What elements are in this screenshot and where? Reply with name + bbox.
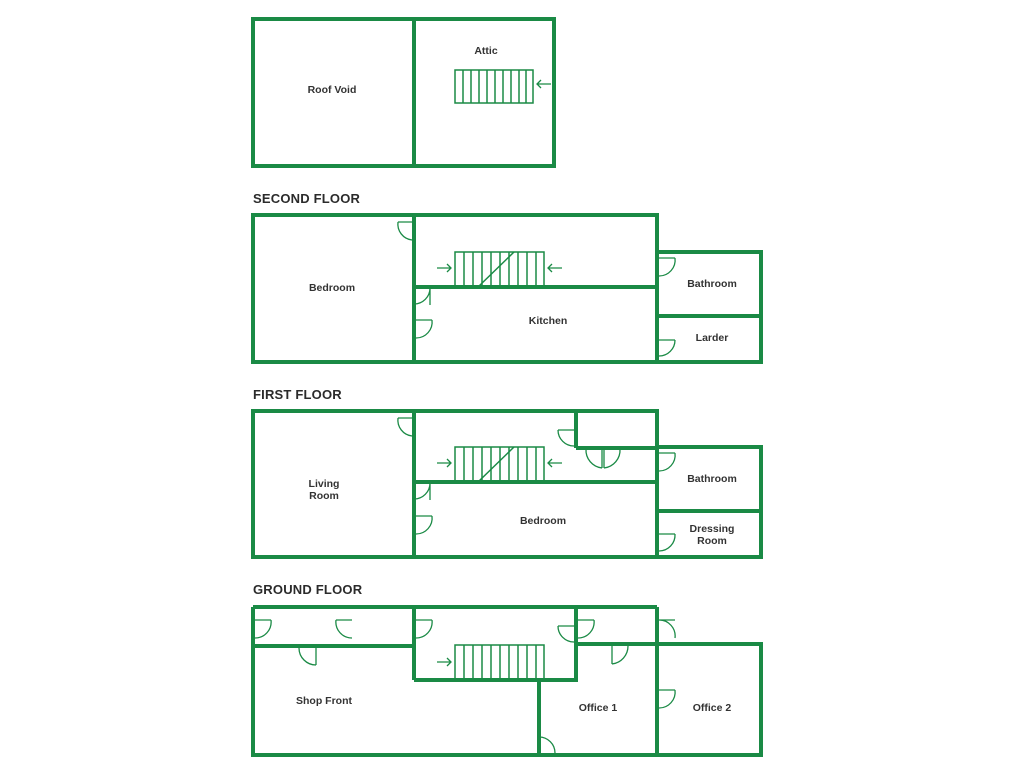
room-label-bathroom-first: Bathroom bbox=[687, 473, 737, 485]
door-icon bbox=[658, 689, 676, 709]
floor-title-second: SECOND FLOOR bbox=[253, 191, 361, 206]
first-floor-outer-wall bbox=[251, 409, 763, 559]
door-icon bbox=[415, 515, 433, 535]
second-floor-outer-wall bbox=[251, 213, 763, 364]
door-icon bbox=[658, 533, 676, 552]
first-floor-staircase bbox=[454, 446, 545, 483]
door-icon bbox=[611, 645, 629, 665]
room-label-living-room-line2: Room bbox=[309, 490, 339, 502]
room-label-dressing-room-line2: Room bbox=[697, 535, 727, 547]
door-icon bbox=[585, 448, 603, 469]
room-label-living-room-line1: Living bbox=[309, 478, 340, 490]
room-label-larder: Larder bbox=[696, 332, 729, 344]
door-icon bbox=[415, 619, 433, 639]
ground-floor-outer-wall bbox=[251, 605, 763, 757]
arrow-right-icon bbox=[437, 458, 452, 468]
first-floor: FIRST FLOOR Living Room Bedroom Bathroom… bbox=[251, 387, 763, 559]
floor-title-first: FIRST FLOOR bbox=[253, 387, 342, 402]
room-label-bedroom-first: Bedroom bbox=[520, 515, 566, 527]
door-icon bbox=[538, 736, 556, 754]
ground-floor-staircase bbox=[454, 644, 545, 681]
attic-staircase bbox=[454, 69, 534, 104]
door-icon bbox=[603, 448, 621, 469]
second-floor-staircase bbox=[454, 251, 545, 288]
room-label-dressing-room-line1: Dressing bbox=[690, 523, 735, 535]
door-icon bbox=[658, 452, 676, 472]
door-icon bbox=[658, 339, 676, 357]
arrow-left-icon bbox=[547, 458, 562, 468]
door-icon bbox=[397, 417, 413, 437]
door-icon bbox=[413, 482, 431, 500]
room-label-office2: Office 2 bbox=[693, 702, 732, 714]
room-label-kitchen: Kitchen bbox=[529, 315, 568, 327]
door-icon bbox=[577, 619, 595, 639]
door-icon bbox=[413, 287, 431, 305]
room-label-office1: Office 1 bbox=[579, 702, 618, 714]
arrow-right-icon bbox=[437, 263, 452, 273]
room-label-bathroom-second: Bathroom bbox=[687, 278, 737, 290]
door-icon bbox=[658, 257, 676, 277]
door-icon bbox=[335, 619, 353, 639]
arrow-left-icon bbox=[547, 263, 562, 273]
arrow-left-icon bbox=[536, 79, 551, 89]
door-icon bbox=[415, 319, 433, 339]
door-icon bbox=[298, 647, 317, 666]
arrow-right-icon bbox=[437, 657, 452, 667]
room-label-shop-front: Shop Front bbox=[296, 695, 352, 707]
second-floor: SECOND FLOOR Bedroom Kitchen Bathroom La… bbox=[251, 191, 763, 364]
door-icon bbox=[557, 429, 575, 447]
room-label-roof-void: Roof Void bbox=[308, 84, 357, 96]
first-floor-wall-cupboard bbox=[574, 411, 657, 450]
attic-level: Roof Void Attic bbox=[251, 17, 556, 168]
ground-floor: GROUND FLOOR Shop Front Office 1 Office … bbox=[251, 582, 763, 757]
attic-outer-wall bbox=[251, 17, 556, 168]
door-icon bbox=[557, 625, 575, 643]
door-icon bbox=[658, 619, 676, 639]
door-icon bbox=[254, 619, 272, 639]
room-label-attic: Attic bbox=[474, 45, 497, 57]
room-label-bedroom-second: Bedroom bbox=[309, 282, 355, 294]
door-icon bbox=[397, 221, 413, 241]
floor-title-ground: GROUND FLOOR bbox=[253, 582, 363, 597]
